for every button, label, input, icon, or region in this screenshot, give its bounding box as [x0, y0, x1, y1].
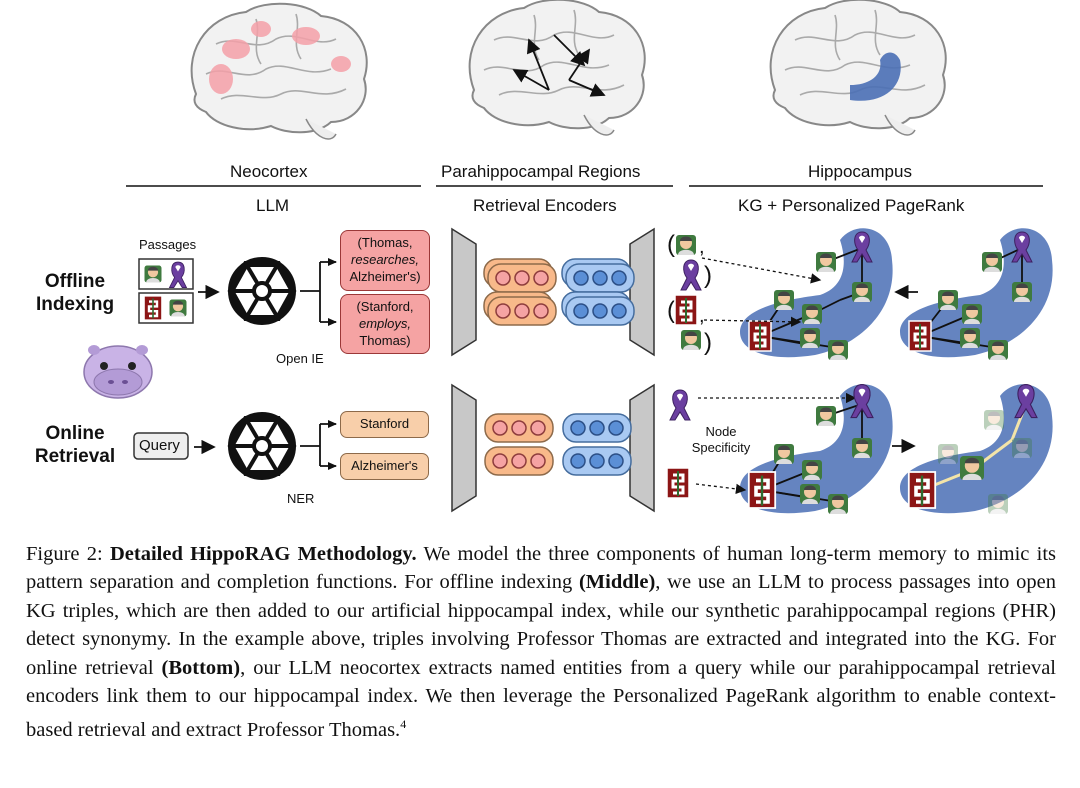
header-parahippocampal: Parahippocampal Regions [441, 162, 641, 181]
passages-label: Passages [139, 237, 197, 252]
openai-logo-icon [231, 415, 293, 477]
subheader-kg-ppr: KG + Personalized PageRank [738, 196, 965, 215]
triple-relation: employs, [358, 316, 412, 331]
subheader-llm: LLM [256, 196, 290, 215]
caption-text-2: , we use an LLM to process passages into… [26, 571, 1056, 679]
caption-footnote: 4 [400, 717, 407, 732]
triple-relation: researches, [351, 252, 419, 267]
header-hippocampus: Hippocampus [808, 162, 912, 181]
encoder-funnel-right [629, 227, 655, 357]
row-offline-indexing: Offline Indexing [35, 271, 115, 315]
query-label: Query [139, 437, 180, 454]
neocortex-brain-icon [190, 2, 368, 140]
parahippocampal-brain-icon [468, 0, 646, 136]
triple-object: Thomas) [359, 333, 411, 348]
triple-stanford-thomas: (Stanford, employs, Thomas) [340, 294, 430, 354]
caption-text-1: We model the three components of human l… [26, 543, 1056, 594]
caption-label: Figure 2: [26, 543, 103, 565]
svg-text:): ) [704, 329, 712, 356]
node-specificity-label: Node Specificity [691, 424, 751, 455]
figure-graphics: ( , ) ( , ) [83, 0, 1053, 514]
caption-text-3: , our LLM neocortex extracts named entit… [26, 656, 1057, 742]
openai-logo-icon [231, 260, 293, 322]
ner-label: NER [287, 491, 315, 506]
query-box [133, 432, 189, 460]
open-ie-label: Open IE [276, 351, 324, 366]
svg-text:,: , [699, 305, 705, 327]
header-neocortex: Neocortex [230, 162, 308, 181]
encoder-funnel-left [451, 227, 477, 357]
triple-thomas-alzheimers: (Thomas, researches, Alzheimer's) [340, 230, 430, 291]
encoder-funnel-left [451, 383, 477, 513]
svg-text:,: , [699, 236, 705, 258]
triple-subject: (Stanford, [356, 299, 414, 314]
encoder-funnel-right [629, 383, 655, 513]
hippocampus-brain-icon [769, 0, 947, 136]
svg-text:): ) [704, 262, 712, 289]
kg-blob-online-result [900, 384, 1053, 514]
svg-text:(: ( [667, 297, 675, 324]
svg-text:(: ( [667, 231, 675, 258]
entity-stanford: Stanford [340, 411, 429, 438]
row-online-retrieval: Online Retrieval [34, 423, 116, 467]
hippo-mascot-icon [83, 345, 153, 399]
caption-title: Detailed HippoRAG Methodology. [109, 543, 417, 565]
subheader-retrieval-encoders: Retrieval Encoders [473, 196, 617, 215]
entity-alzheimers: Alzheimer's [340, 453, 429, 480]
caption-bottom: (Bottom) [161, 656, 241, 679]
caption-middle: (Middle) [578, 571, 656, 594]
methodology-figure: ( , ) ( , ) [34, 0, 1053, 514]
triple-subject: (Thomas, [357, 235, 413, 250]
triple-object: Alzheimer's) [349, 269, 421, 284]
figure-caption: Figure 2: Detailed HippoRAG Methodology.… [26, 540, 1056, 745]
